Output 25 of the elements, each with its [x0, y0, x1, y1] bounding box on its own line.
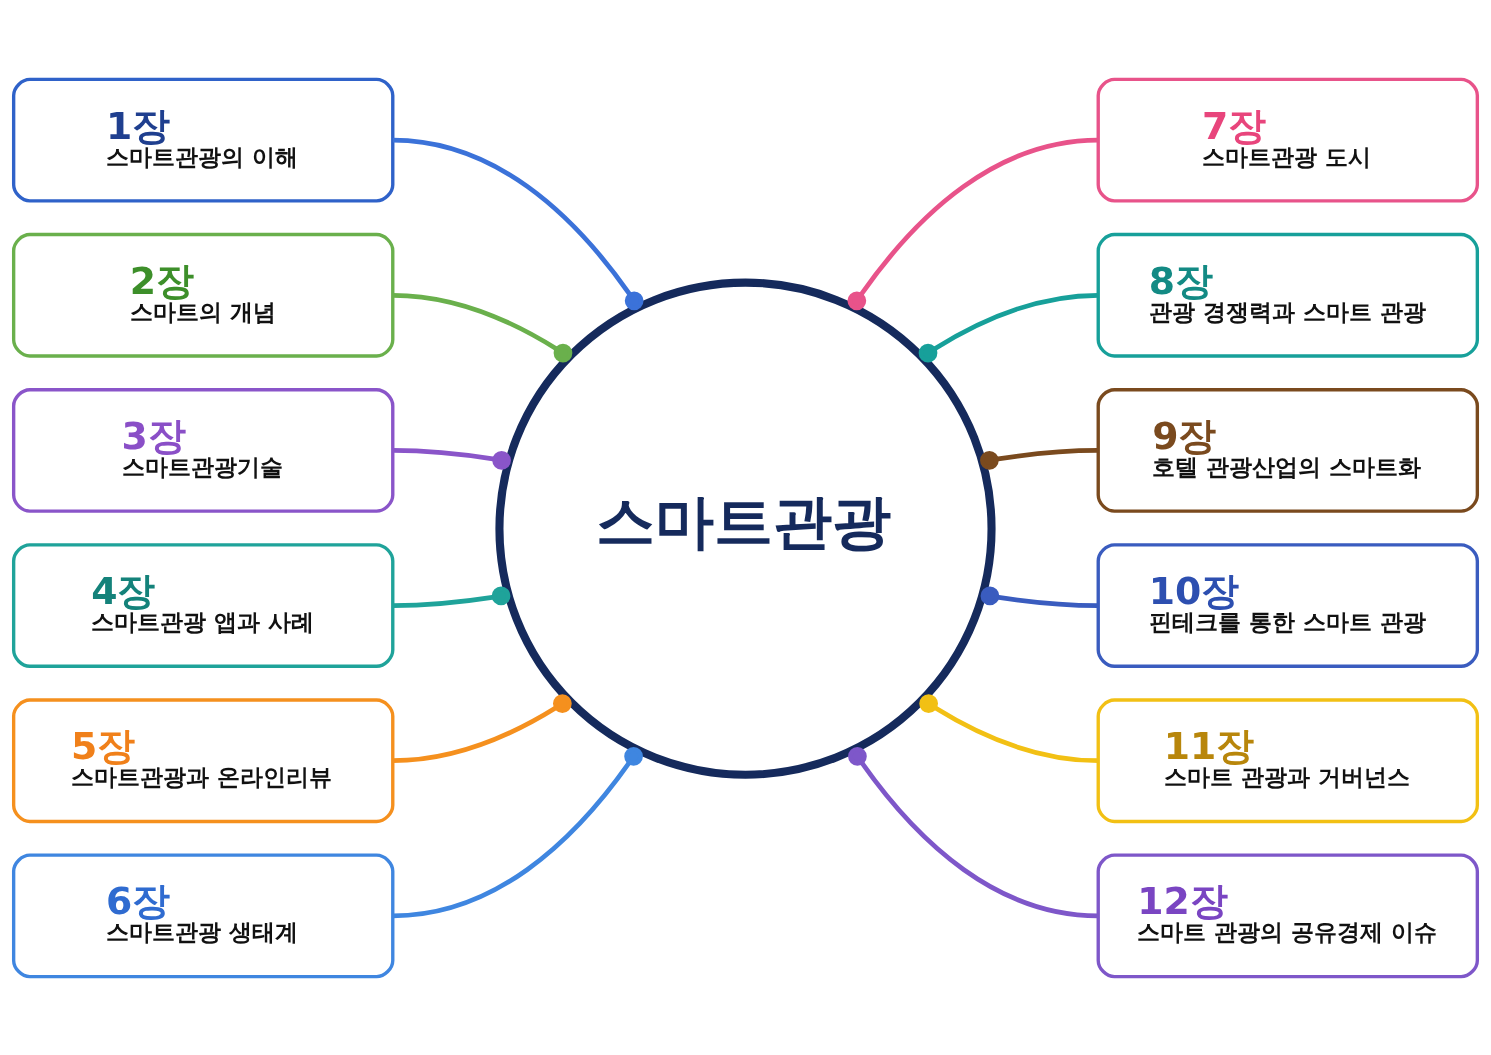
node-box: 8장 관광 경쟁력과 스마트 관광 — [1096, 232, 1480, 358]
connector — [392, 292, 573, 362]
connector — [980, 447, 1099, 470]
connector — [392, 746, 643, 918]
connector — [392, 137, 644, 310]
connector — [392, 693, 572, 763]
connector — [392, 586, 511, 608]
node-box: 10장 핀테크를 통한 스마트 관광 — [1096, 542, 1480, 668]
node-box: 11장 스마트 관광과 거버넌스 — [1096, 697, 1480, 823]
connector — [848, 746, 1099, 918]
node-box: 1장 스마트관광의 이해 — [11, 77, 395, 202]
node-box: 5장 스마트관광과 온라인리뷰 — [11, 697, 395, 823]
connector — [392, 447, 511, 470]
node-box: 7장 스마트관광 도시 — [1096, 77, 1480, 202]
node-box: 2장 스마트의 개념 — [11, 232, 395, 358]
connector — [918, 292, 1099, 362]
connector — [919, 693, 1099, 763]
node-box: 4장 스마트관광 앱과 사례 — [11, 542, 395, 668]
node-circle: 스마트관광 — [495, 278, 996, 779]
connector — [847, 137, 1099, 310]
node-box: 9장 호텔 관광산업의 스마트화 — [1096, 387, 1480, 513]
node-box: 3장 스마트관광기술 — [11, 387, 395, 513]
node-box: 12장 스마트 관광의 공유경제 이슈 — [1096, 853, 1480, 978]
connector — [980, 586, 1099, 608]
node-box: 6장 스마트관광 생태계 — [11, 853, 395, 978]
